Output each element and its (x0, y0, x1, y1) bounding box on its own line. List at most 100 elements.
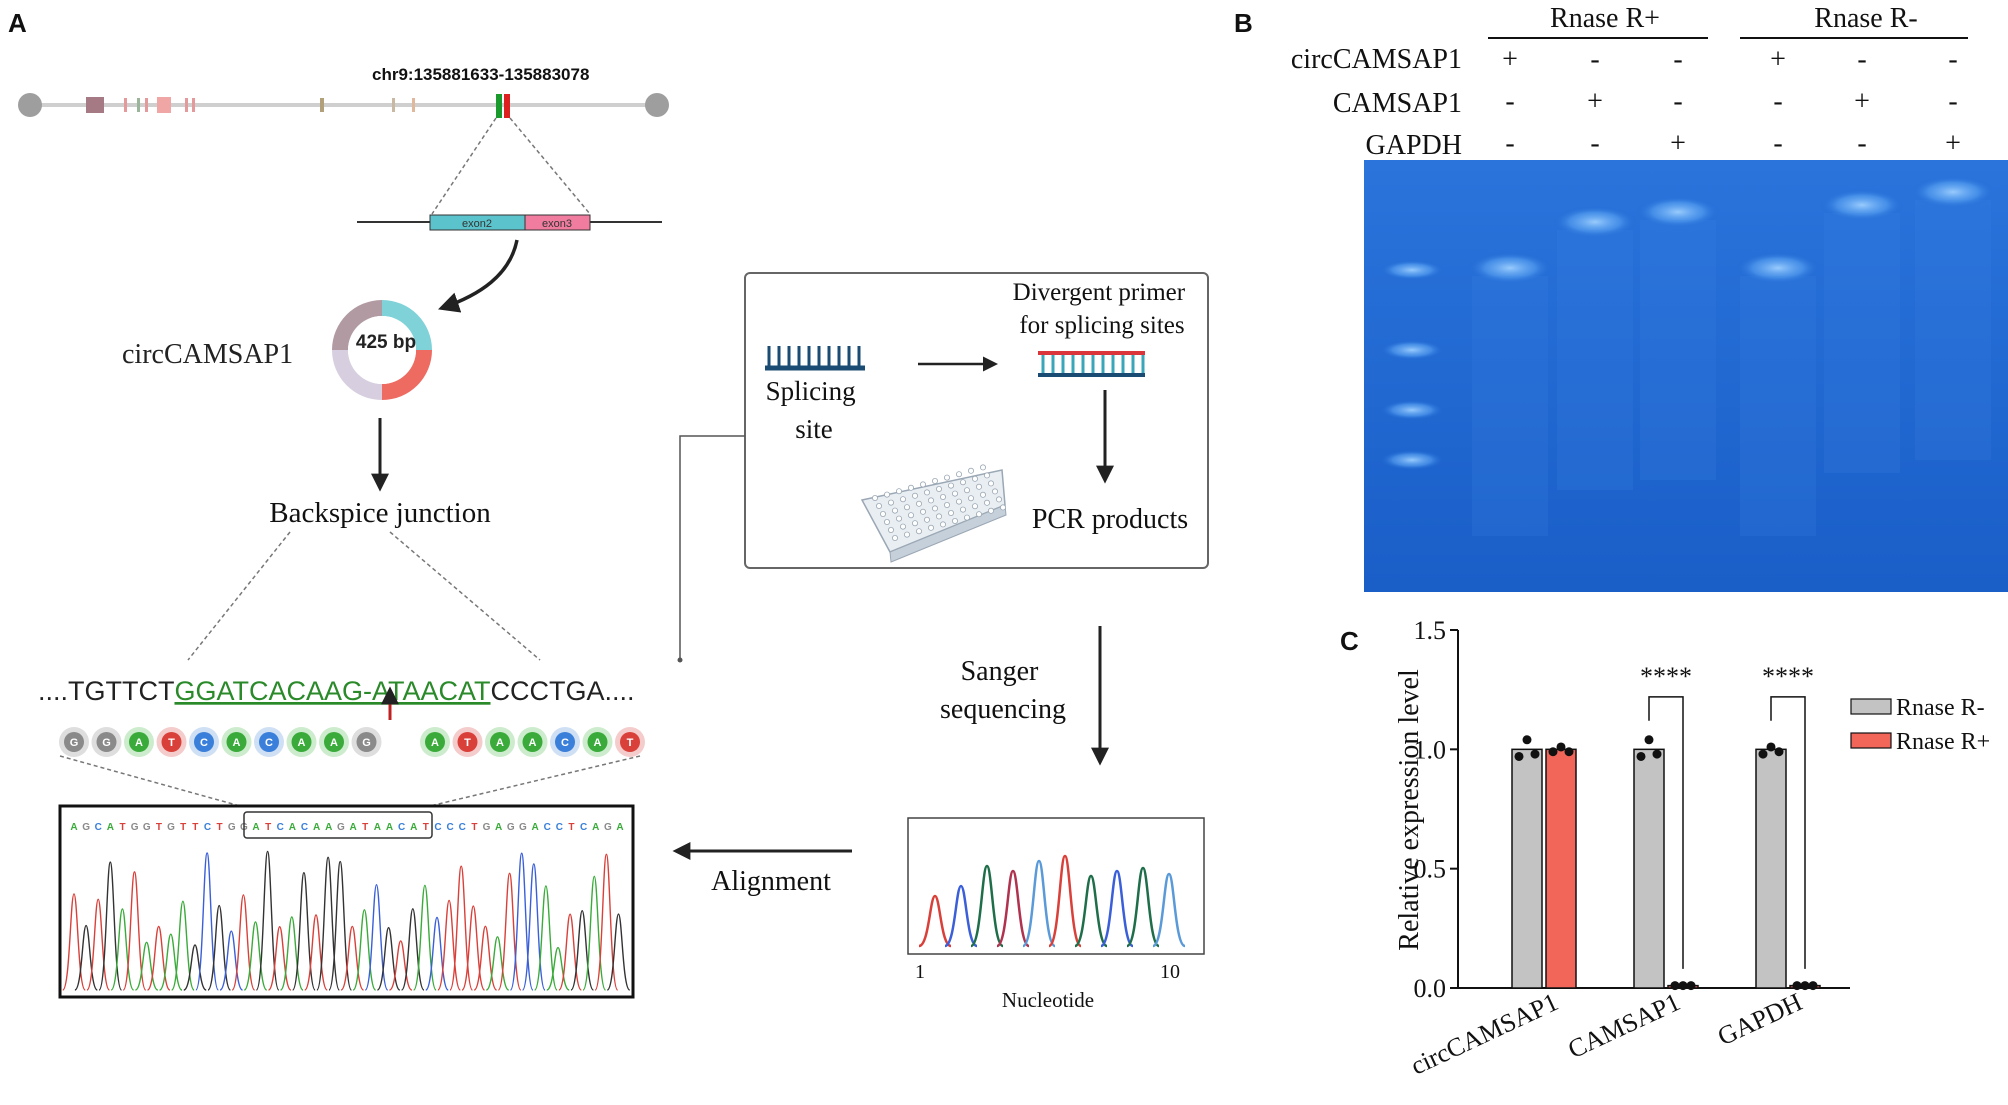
mini-peak (1099, 869, 1135, 948)
trace-base: A (410, 822, 417, 833)
mini-tick-start: 1 (915, 961, 925, 983)
svg-text:Divergent primer for spl: Divergent primer for splicing sites (1013, 279, 1192, 339)
panel-label-a: A (8, 8, 27, 38)
trace-base: C (301, 822, 308, 833)
pcr-plate-icon (860, 464, 1007, 563)
y-tick-label: 1.0 (1414, 735, 1447, 764)
panel-label-c: C (1340, 626, 1359, 656)
base-letter: G (70, 737, 79, 749)
trace-base: C (447, 822, 454, 833)
trace-peak (570, 909, 595, 991)
base-circle: G (351, 727, 382, 757)
gel-sign: - (1857, 128, 1866, 159)
trace-base: C (398, 822, 405, 833)
base-letter: C (265, 737, 273, 749)
trace-base: G (519, 822, 527, 833)
gel-lane-smear (1557, 230, 1633, 490)
ladder-band (1380, 340, 1444, 360)
base-letter: T (168, 737, 175, 749)
base-circle: G (91, 727, 122, 757)
trace-base: T (192, 822, 198, 833)
trace-peak (328, 860, 353, 991)
junction-sequence: ....TGTTCTGGATCACAAG-ATAACATCCCTGA.... (38, 676, 635, 720)
base-circle: C (189, 727, 219, 757)
y-tick-label: 1.5 (1414, 616, 1447, 645)
mini-peak (1125, 866, 1161, 948)
base-circle: A (582, 727, 613, 757)
sig-stars: **** (1640, 662, 1692, 691)
trace-base: C (556, 822, 563, 833)
ladder-band (1380, 400, 1444, 420)
trace-base: A (495, 822, 502, 833)
base-letter: T (627, 737, 634, 749)
base-letter: A (330, 737, 338, 749)
circrna-donut: 425 bp (332, 300, 432, 400)
genome-coordinate: chr9:135881633-135883078 (372, 65, 589, 84)
group-label-rnase-minus: Rnase R- (1814, 3, 1917, 34)
track-end-left (18, 93, 42, 117)
data-point (1808, 981, 1818, 991)
mini-peak (1047, 854, 1083, 948)
trace-peak (558, 913, 582, 991)
divergent-line2: for splicing sites (1019, 312, 1184, 339)
trace-peak (304, 914, 328, 991)
exon-zoom: exon2 exon3 (357, 214, 662, 231)
bar-rnaser--camsap1 (1633, 748, 1665, 989)
trace-base: A (70, 822, 77, 833)
data-point (1530, 749, 1540, 759)
trace-base: G (507, 822, 515, 833)
bar-rnaser--circcamsap1 (1511, 748, 1543, 989)
trace-peak (243, 921, 268, 991)
sanger-line1: Sanger (961, 656, 1039, 687)
data-point (1644, 735, 1654, 745)
trace-peak (134, 941, 159, 991)
data-point (1686, 981, 1696, 991)
y-tick-label: 0.0 (1414, 974, 1447, 1003)
mini-peak (1074, 874, 1108, 948)
gel-sign: - (1673, 44, 1682, 75)
data-point (1774, 747, 1784, 757)
trace-peak (485, 936, 510, 991)
gel-lane-smear (1640, 220, 1716, 480)
trace-base: G (82, 822, 90, 833)
gel-sign: - (1505, 128, 1514, 159)
gel-sign: - (1773, 128, 1782, 159)
data-point (1564, 747, 1574, 757)
splicing-site-line1: Splicing (766, 376, 856, 406)
x-tick-label: CAMSAP1 (1564, 987, 1685, 1064)
sig-stars: **** (1762, 662, 1814, 691)
trace-peak (122, 871, 147, 991)
trace-base: T (471, 822, 477, 833)
sequence-right: CCCTGA.... (491, 676, 635, 706)
trace-base: A (252, 822, 259, 833)
svg-text:....TGTTCTGGATCACAAG-ATAACATCC: ....TGTTCTGGATCACAAG-ATAACATCCCTGA.... (38, 676, 635, 706)
gel-band (1636, 196, 1720, 228)
bar-chart: Relative expression level 0.00.51.01.5ci… (1394, 616, 1990, 1081)
trace-peak (594, 853, 619, 991)
trace-base: T (119, 822, 125, 833)
trace-base: C (580, 822, 587, 833)
gel-sign: - (1857, 44, 1866, 75)
y-tick-label: 0.5 (1414, 855, 1447, 884)
divergent-line1: Divergent primer (1013, 279, 1186, 306)
trace-base: A (349, 822, 356, 833)
base-letter: C (561, 737, 569, 749)
mini-chromatogram: 1 10 Nucleotide (907, 817, 1205, 1012)
mini-peak (918, 894, 952, 948)
trace-peak (425, 916, 449, 991)
sanger-line2: sequencing (940, 694, 1066, 725)
exon2-marker (496, 94, 502, 118)
gel-image (1364, 160, 2008, 592)
gel-lane-smear (1915, 200, 1991, 460)
trace-base: G (228, 822, 236, 833)
trace-base: A (325, 822, 332, 833)
data-point (1636, 751, 1646, 761)
exon3-label: exon3 (542, 218, 572, 230)
trace-base: G (143, 822, 151, 833)
trace-peak (582, 875, 607, 991)
gel-sign: - (1773, 86, 1782, 117)
data-point (1514, 751, 1524, 761)
